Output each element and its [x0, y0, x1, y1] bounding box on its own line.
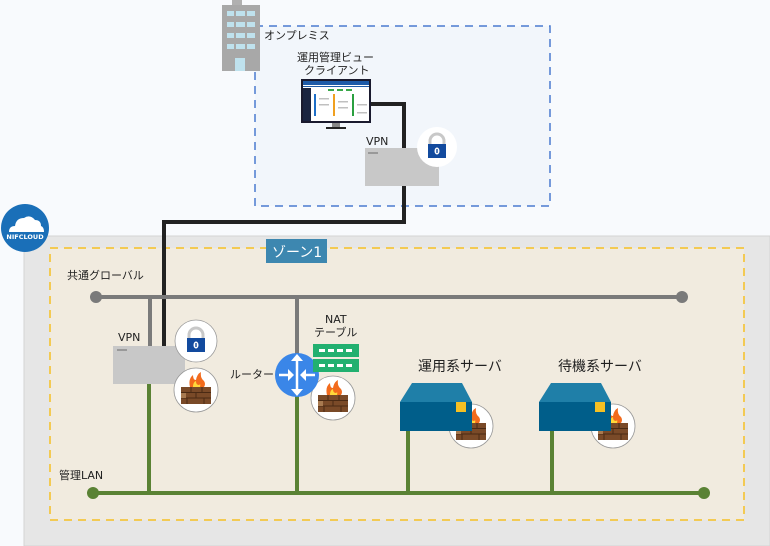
- standby-server-label: 待機系サーバ: [558, 359, 642, 375]
- nat-label-line2: テーブル: [314, 326, 358, 339]
- cloud-vpn-label: VPN: [118, 331, 141, 344]
- building-icon: [222, 0, 260, 71]
- active-server-icon: [400, 383, 472, 431]
- cloud-vpn-firewall-icon: [173, 367, 219, 413]
- zone-tag: [266, 239, 327, 263]
- vpn-link-line: [162, 102, 406, 350]
- zone-label: ゾーン1: [272, 245, 323, 261]
- active-server-label: 運用系サーバ: [418, 359, 502, 375]
- nifcloud-logo-text: NIFCLOUD: [6, 233, 44, 241]
- global-network-label: 共通グローバル: [67, 269, 144, 282]
- client-label-line1: 運用管理ビュー: [297, 51, 374, 64]
- mgmt-lan-endpoint-right: [698, 487, 710, 499]
- onprem-vpn-label: VPN: [366, 135, 389, 148]
- router-icon: [275, 353, 319, 397]
- client-label-line2: クライアント: [304, 64, 370, 77]
- mgmt-lan-endpoint-left: [87, 487, 99, 499]
- standby-server-icon: [539, 383, 611, 431]
- cloud-lock-icon: [174, 319, 218, 363]
- onprem-lock-icon: [417, 127, 457, 167]
- nat-table-icon: [313, 344, 359, 372]
- nat-label-line1: NAT: [325, 313, 347, 326]
- cloud-vpn-device-icon: [113, 346, 185, 384]
- global-network-endpoint-right: [676, 291, 688, 303]
- monitor-icon: [301, 79, 371, 129]
- onprem-label: オンプレミス: [264, 29, 330, 42]
- mgmt-lan-label: 管理LAN: [59, 469, 104, 482]
- router-firewall-icon: [310, 375, 356, 421]
- router-label: ルーター: [230, 368, 274, 381]
- nifcloud-logo: [1, 204, 49, 252]
- global-network-endpoint-left: [90, 291, 102, 303]
